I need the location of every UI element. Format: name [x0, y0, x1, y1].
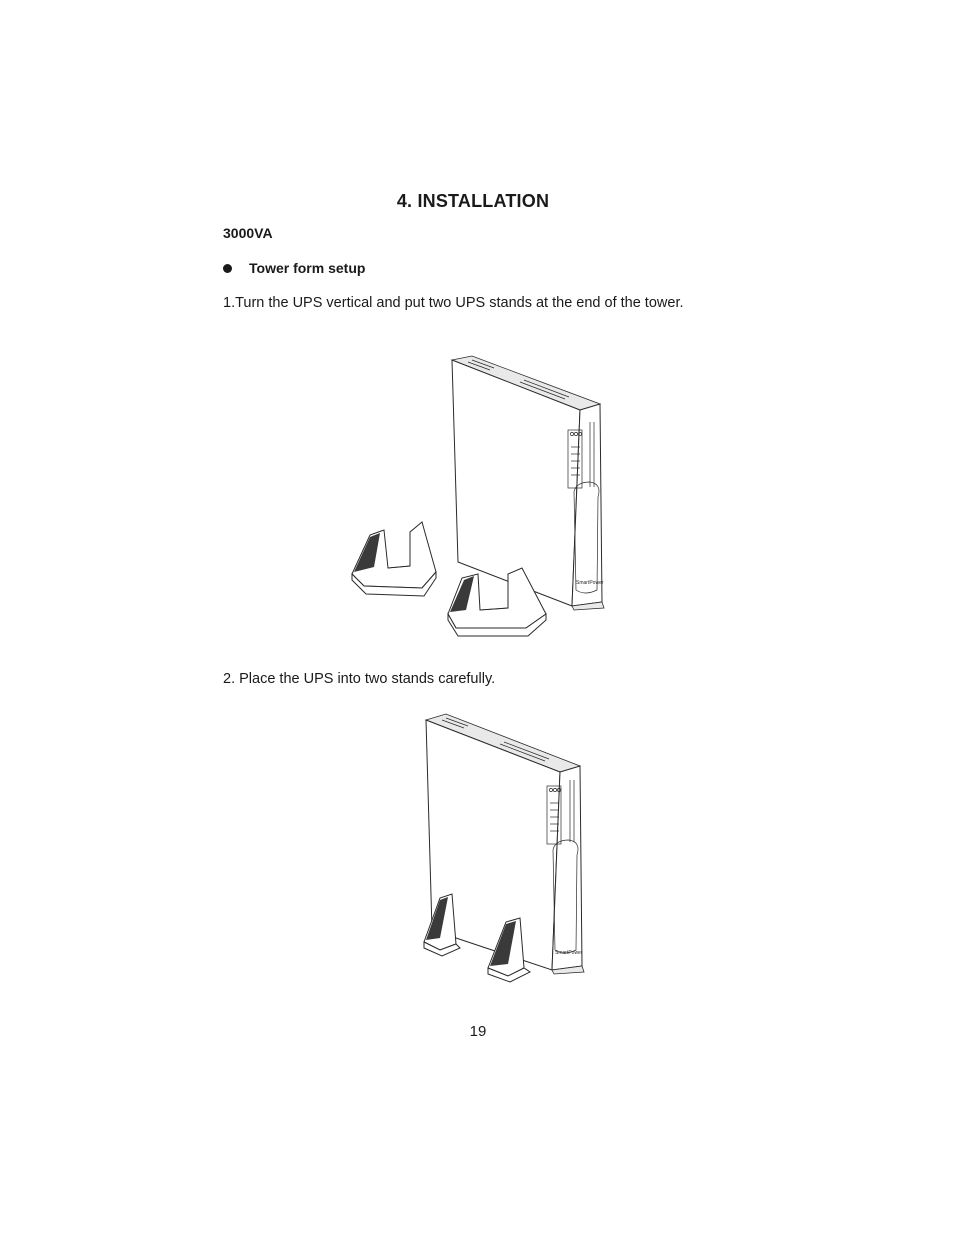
left-stand-placed	[423, 893, 461, 957]
ups-stands-illustration-1: SmartPower	[340, 352, 610, 637]
right-stand-placed	[487, 917, 531, 983]
ups-tower-drawing: SmartPower	[351, 355, 605, 637]
page-title: 4. INSTALLATION	[396, 191, 550, 211]
bullet-item: Tower form setup	[223, 260, 365, 276]
step-1-text: 1.Turn the UPS vertical and put two UPS …	[223, 295, 684, 311]
page-number: 19	[469, 1023, 487, 1040]
bullet-text: Tower form setup	[249, 260, 366, 276]
right-stand	[447, 567, 547, 637]
svg-text:SmartPower: SmartPower	[576, 580, 604, 586]
ups-in-stands-drawing: SmartPower	[423, 713, 585, 983]
model-label: 3000VA	[223, 225, 273, 241]
bullet-dot-icon	[223, 263, 232, 273]
left-stand	[351, 521, 437, 597]
ups-stands-illustration-2: SmartPower	[410, 710, 600, 985]
svg-text:SmartPower: SmartPower	[555, 950, 583, 956]
step-2-text: 2. Place the UPS into two stands careful…	[223, 671, 496, 687]
